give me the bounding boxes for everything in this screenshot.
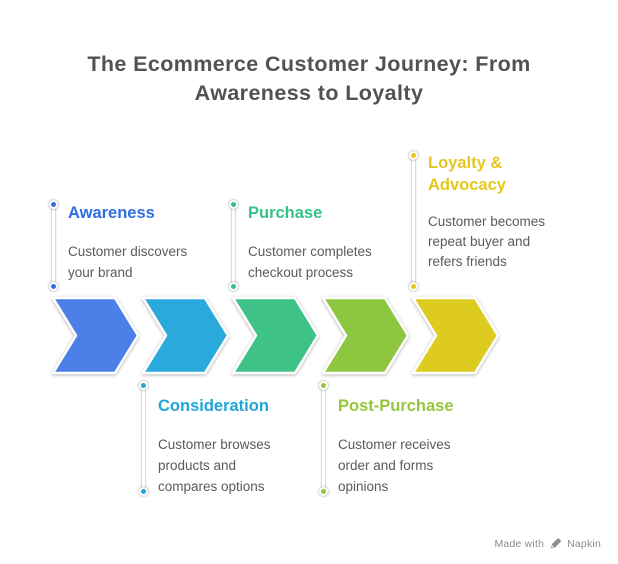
stage-title-awareness: Awareness — [68, 204, 155, 222]
connector-dot — [408, 282, 418, 291]
connector-line — [321, 385, 325, 492]
chevron-awareness — [51, 296, 140, 375]
connector-dot — [138, 487, 148, 496]
chevron-postpurchase — [321, 296, 410, 375]
stage-desc-awareness: Customer discovers your brand — [68, 244, 188, 280]
stage-title-consideration: Consideration — [158, 397, 269, 415]
diagram-title: The Ecommerce Customer Journey: From Awa… — [87, 52, 531, 106]
stage-desc-post-purchase: Customer receives order and forms opinio… — [338, 437, 451, 494]
connector-dot — [138, 381, 148, 390]
stage-desc-consideration: Customer browses products and compares o… — [158, 437, 271, 494]
connector-line — [51, 204, 55, 287]
chevron-flow — [51, 296, 500, 375]
napkin-badge[interactable]: Made with Napkin — [494, 537, 601, 550]
chevron-consideration — [141, 296, 230, 375]
badge-made-with-label: Made with — [494, 537, 545, 550]
connector-dot — [318, 487, 328, 496]
napkin-pen-icon — [549, 537, 562, 550]
connector-dot — [228, 200, 238, 209]
connector-line — [231, 204, 235, 287]
stage-title-purchase: Purchase — [248, 204, 323, 222]
connector-dot — [408, 151, 418, 160]
connector-line — [411, 155, 415, 287]
connector-dot — [228, 282, 238, 291]
stage-desc-purchase: Customer completes checkout process — [248, 244, 372, 280]
connector-dot — [48, 200, 58, 209]
stage-title-post-purchase: Post-Purchase — [338, 397, 454, 415]
badge-brand-label: Napkin — [567, 537, 601, 550]
stage-title-loyalty-advocacy: Loyalty & Advocacy — [428, 154, 506, 194]
connector-dot — [318, 381, 328, 390]
chevron-purchase — [231, 296, 320, 375]
connector-line — [141, 385, 145, 492]
connector-dot — [48, 282, 58, 291]
chevron-loyalty — [411, 296, 500, 375]
stage-desc-loyalty-advocacy: Customer becomes repeat buyer and refers… — [428, 214, 546, 269]
